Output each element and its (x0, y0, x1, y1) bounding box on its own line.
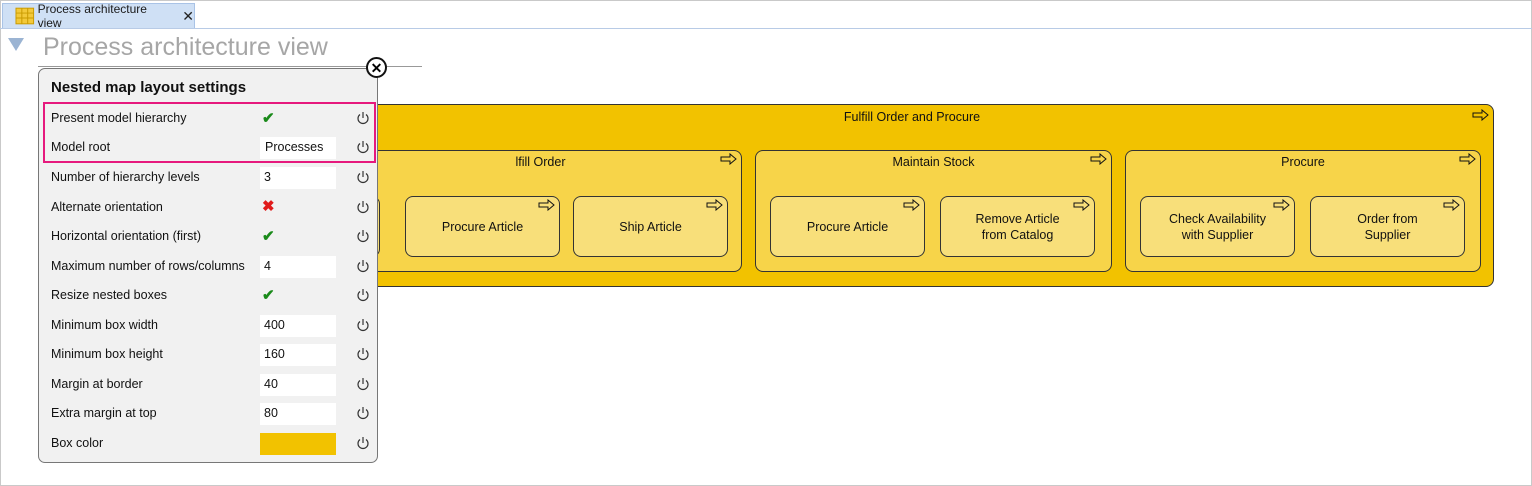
panel-title: Nested map layout settings (51, 79, 247, 96)
setting-label: Maximum number of rows/columns (51, 259, 245, 273)
root-process-title: Fulfill Order and Procure (843, 110, 981, 124)
margin-at-border-field[interactable]: 40 (260, 374, 336, 396)
process-leaf-procure-article[interactable]: Procure Article (770, 196, 925, 257)
setting-label: Resize nested boxes (51, 288, 168, 302)
reset-power-icon[interactable] (356, 318, 370, 332)
reset-power-icon[interactable] (356, 436, 370, 450)
leaf-label: Ship Article (619, 219, 682, 234)
drill-down-arrow-icon[interactable] (706, 199, 724, 211)
model-root-field[interactable]: Processes (260, 137, 336, 159)
setting-label: Alternate orientation (51, 200, 163, 214)
box-color-swatch[interactable] (260, 433, 336, 455)
hierarchy-levels-field[interactable]: 3 (260, 167, 336, 189)
reset-power-icon[interactable] (356, 140, 370, 154)
reset-power-icon[interactable] (356, 288, 370, 302)
setting-row-max-rows-columns: Maximum number of rows/columns 4 (39, 256, 377, 280)
drill-down-arrow-icon[interactable] (1090, 153, 1108, 165)
setting-row-present-model-hierarchy: Present model hierarchy ✔ (39, 108, 377, 132)
process-leaf-ship-article[interactable]: Ship Article (573, 196, 728, 257)
table-view-icon (15, 7, 35, 25)
cross-icon[interactable]: ✖ (262, 198, 275, 215)
leaf-label: Check Availability with Supplier (1168, 211, 1267, 242)
group-title: lfill Order (515, 155, 566, 169)
drill-down-arrow-icon[interactable] (1273, 199, 1291, 211)
min-box-width-field[interactable]: 400 (260, 315, 336, 337)
setting-row-minimum-box-width: Minimum box width 400 (39, 315, 377, 339)
reset-power-icon[interactable] (356, 259, 370, 273)
leaf-label: Order from Supplier (1357, 211, 1418, 242)
checkmark-icon[interactable]: ✔ (262, 228, 275, 245)
setting-row-resize-nested-boxes: Resize nested boxes ✔ (39, 285, 377, 309)
setting-row-minimum-box-height: Minimum box height 160 (39, 344, 377, 368)
leaf-label: Procure Article (806, 219, 889, 234)
process-group-maintain-stock[interactable]: Maintain Stock Procure Article Remove Ar… (755, 150, 1112, 272)
process-group-procure[interactable]: Procure Check Availability with Supplier… (1125, 150, 1481, 272)
reset-power-icon[interactable] (356, 170, 370, 184)
view-title-underline (38, 66, 422, 67)
nested-map-layout-settings-panel: Nested map layout settings Present model… (38, 68, 378, 463)
setting-label: Model root (51, 140, 111, 154)
extra-margin-top-field[interactable]: 80 (260, 403, 336, 425)
process-group-fulfill-order[interactable]: lfill Order Procure Article Ship Article (320, 150, 742, 272)
tab-label: Process architecture view (37, 2, 147, 30)
min-box-height-field[interactable]: 160 (260, 344, 336, 366)
tab-process-architecture-view[interactable]: Process architecture view ✕ (2, 2, 195, 30)
max-rows-columns-field[interactable]: 4 (260, 256, 336, 278)
drill-down-arrow-icon[interactable] (1472, 109, 1490, 121)
checkmark-icon[interactable]: ✔ (262, 287, 275, 304)
view-title: Process architecture view (43, 33, 328, 61)
drill-down-arrow-icon[interactable] (1459, 153, 1477, 165)
reset-power-icon[interactable] (356, 406, 370, 420)
setting-row-model-root: Model root Processes (39, 137, 377, 161)
drill-down-arrow-icon[interactable] (720, 153, 738, 165)
collapse-triangle-icon[interactable] (8, 38, 24, 51)
tab-close-icon[interactable]: ✕ (182, 7, 194, 24)
process-leaf-procure-article[interactable]: Procure Article (405, 196, 560, 257)
root-process-box[interactable]: Fulfill Order and Procure lfill Order Pr… (320, 104, 1494, 287)
drill-down-arrow-icon[interactable] (1443, 199, 1461, 211)
setting-label: Box color (51, 436, 104, 450)
leaf-label: Remove Article from Catalog (975, 211, 1060, 242)
setting-row-alternate-orientation: Alternate orientation ✖ (39, 197, 377, 221)
setting-row-box-color: Box color (39, 433, 377, 457)
process-leaf-remove-article-from-catalog[interactable]: Remove Article from Catalog (940, 196, 1095, 257)
reset-power-icon[interactable] (356, 229, 370, 243)
setting-row-margin-at-border: Margin at border 40 (39, 374, 377, 398)
drill-down-arrow-icon[interactable] (1073, 199, 1091, 211)
setting-label: Minimum box height (51, 347, 163, 361)
setting-row-horizontal-orientation-first: Horizontal orientation (first) ✔ (39, 226, 377, 250)
setting-label: Present model hierarchy (51, 111, 187, 125)
process-leaf-check-availability-with-supplier[interactable]: Check Availability with Supplier (1140, 196, 1295, 257)
drill-down-arrow-icon[interactable] (903, 199, 921, 211)
setting-row-extra-margin-at-top: Extra margin at top 80 (39, 403, 377, 427)
setting-label: Extra margin at top (51, 406, 157, 420)
process-leaf-order-from-supplier[interactable]: Order from Supplier (1310, 196, 1465, 257)
reset-power-icon[interactable] (356, 200, 370, 214)
leaf-label: Procure Article (441, 219, 524, 234)
reset-power-icon[interactable] (356, 111, 370, 125)
setting-label: Margin at border (51, 377, 143, 391)
setting-label: Number of hierarchy levels (51, 170, 200, 184)
reset-power-icon[interactable] (356, 377, 370, 391)
setting-row-number-of-hierarchy-levels: Number of hierarchy levels 3 (39, 167, 377, 191)
checkmark-icon[interactable]: ✔ (262, 110, 275, 127)
close-panel-icon[interactable]: ✕ (366, 57, 387, 78)
group-title: Procure (1281, 155, 1325, 169)
drill-down-arrow-icon[interactable] (538, 199, 556, 211)
tab-strip-divider (0, 28, 1532, 29)
group-title: Maintain Stock (892, 155, 975, 169)
setting-label: Minimum box width (51, 318, 158, 332)
setting-label: Horizontal orientation (first) (51, 229, 202, 243)
reset-power-icon[interactable] (356, 347, 370, 361)
